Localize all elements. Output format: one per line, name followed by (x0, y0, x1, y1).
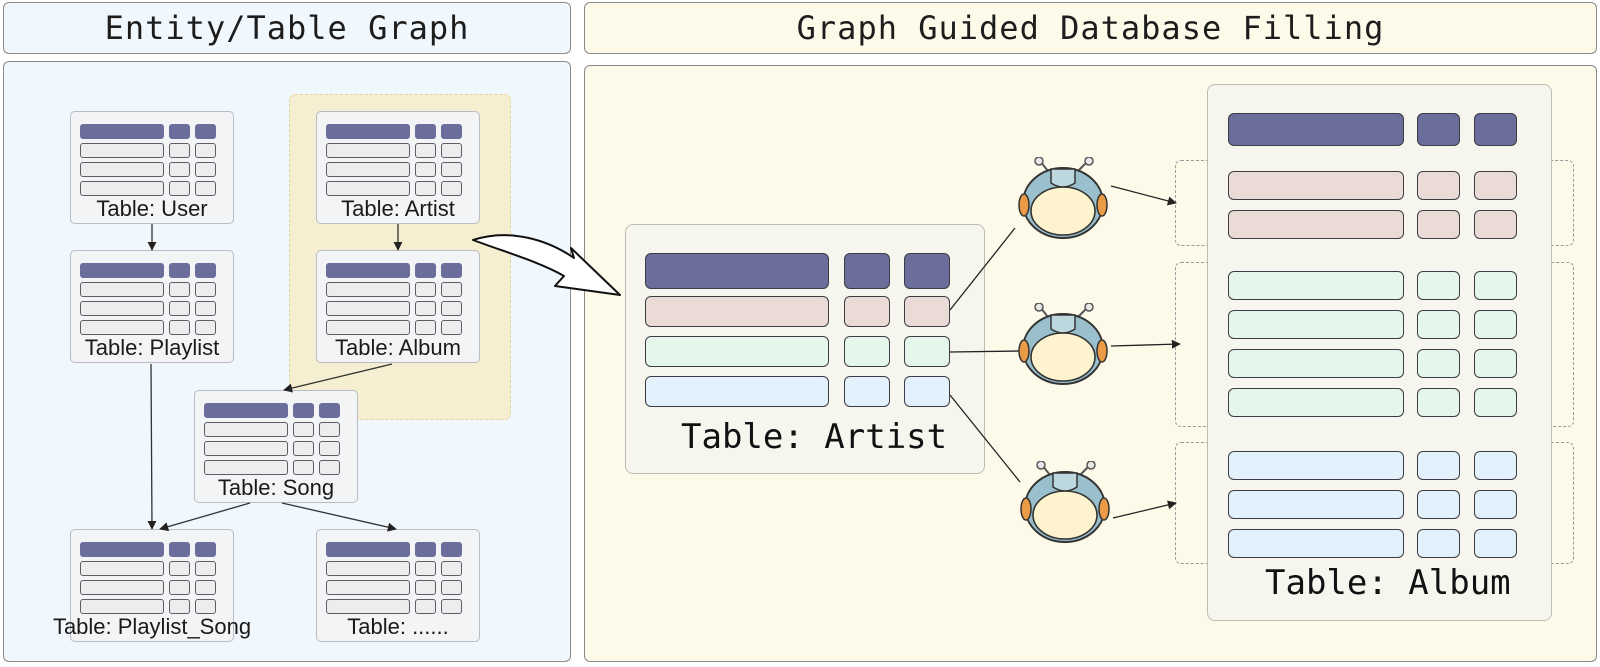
album-row-blue (1474, 451, 1517, 480)
artist-row-green (645, 336, 829, 367)
robot-icon (1016, 302, 1112, 387)
left-panel-title: Entity/Table Graph (3, 2, 571, 54)
graph-node-playlist-song: Table: Playlist_Song (53, 529, 251, 642)
album-row-blue (1417, 490, 1460, 519)
graph-node-label: Table: Song (217, 475, 335, 500)
graph-node-artist: Table: Artist (316, 111, 480, 224)
robot-icon (1018, 460, 1114, 545)
album-row-blue (1474, 490, 1517, 519)
album-row-pink (1228, 171, 1404, 200)
album-row-green (1417, 310, 1460, 339)
album-row-blue (1417, 529, 1460, 558)
album-row-blue (1228, 529, 1404, 558)
source-table-label: Table: Artist (681, 417, 948, 457)
right-panel-title-text: Graph Guided Database Filling (796, 9, 1385, 47)
artist-row-blue (904, 376, 950, 407)
graph-node-playlist: Table: Playlist (70, 250, 234, 363)
graph-node-label: Table: Artist (341, 196, 455, 221)
album-row-pink (1474, 210, 1517, 239)
album-row-blue (1228, 451, 1404, 480)
link-green-agent (949, 350, 1023, 353)
album-row-blue (1228, 490, 1404, 519)
album-row-green (1228, 271, 1404, 300)
fill-pink-group (1110, 185, 1177, 206)
edge-song-more (281, 502, 397, 532)
album-row-pink (1228, 210, 1404, 239)
fill-green-group (1110, 339, 1181, 349)
mini-table-rows (204, 403, 350, 479)
edge-album-song (283, 363, 393, 393)
graph-node-user: Table: User (70, 111, 234, 224)
transfer-arrow (472, 234, 621, 296)
artist-row-green (844, 336, 890, 367)
target-table-album: Table: Album (1207, 84, 1552, 621)
graph-node-album: Table: Album (316, 250, 480, 363)
edge-playlist-playlist-song (147, 363, 157, 530)
right-panel-title: Graph Guided Database Filling (584, 2, 1597, 54)
artist-row-blue (844, 376, 890, 407)
album-row-pink (1474, 171, 1517, 200)
album-row-blue (1417, 451, 1460, 480)
graph-node-label: Table: Album (335, 335, 461, 360)
link-pink-agent (949, 227, 1016, 311)
album-header-cell (1417, 113, 1460, 146)
graph-node-label: Table: Playlist_Song (52, 614, 252, 639)
artist-row-pink (844, 296, 890, 327)
target-table-label: Table: Album (1265, 563, 1511, 603)
graph-node-song: Table: Song (194, 390, 358, 503)
fill-blue-group (1112, 500, 1177, 519)
album-row-green (1474, 271, 1517, 300)
album-row-green (1228, 388, 1404, 417)
artist-header-cell (904, 253, 950, 289)
graph-node-more: Table: ...... (316, 529, 480, 642)
album-row-green (1474, 388, 1517, 417)
graph-node-label: Table: User (96, 196, 208, 221)
album-row-green (1228, 310, 1404, 339)
mini-table-rows (80, 542, 226, 618)
album-row-green (1417, 349, 1460, 378)
left-panel-title-text: Entity/Table Graph (104, 9, 470, 47)
source-table-artist: Table: Artist (625, 224, 985, 474)
album-header-cell (1228, 113, 1404, 146)
album-row-green (1474, 310, 1517, 339)
album-row-pink (1417, 171, 1460, 200)
link-blue-agent (949, 394, 1021, 483)
album-header-cell (1474, 113, 1517, 146)
album-row-green (1417, 271, 1460, 300)
mini-table-rows (326, 124, 472, 200)
edge-song-playlist-song (159, 502, 251, 532)
album-row-pink (1417, 210, 1460, 239)
artist-row-blue (645, 376, 829, 407)
graph-node-label: Table: Playlist (84, 335, 220, 360)
album-row-blue (1474, 529, 1517, 558)
album-row-green (1474, 349, 1517, 378)
album-row-green (1228, 349, 1404, 378)
artist-header-cell (844, 253, 890, 289)
mini-table-rows (80, 263, 226, 339)
robot-icon (1016, 156, 1112, 241)
artist-row-green (904, 336, 950, 367)
mini-table-rows (326, 263, 472, 339)
artist-row-pink (904, 296, 950, 327)
artist-header-cell (645, 253, 829, 289)
mini-table-rows (326, 542, 472, 618)
artist-row-pink (645, 296, 829, 327)
graph-node-label: Table: ...... (347, 614, 449, 639)
album-row-green (1417, 388, 1460, 417)
mini-table-rows (80, 124, 226, 200)
